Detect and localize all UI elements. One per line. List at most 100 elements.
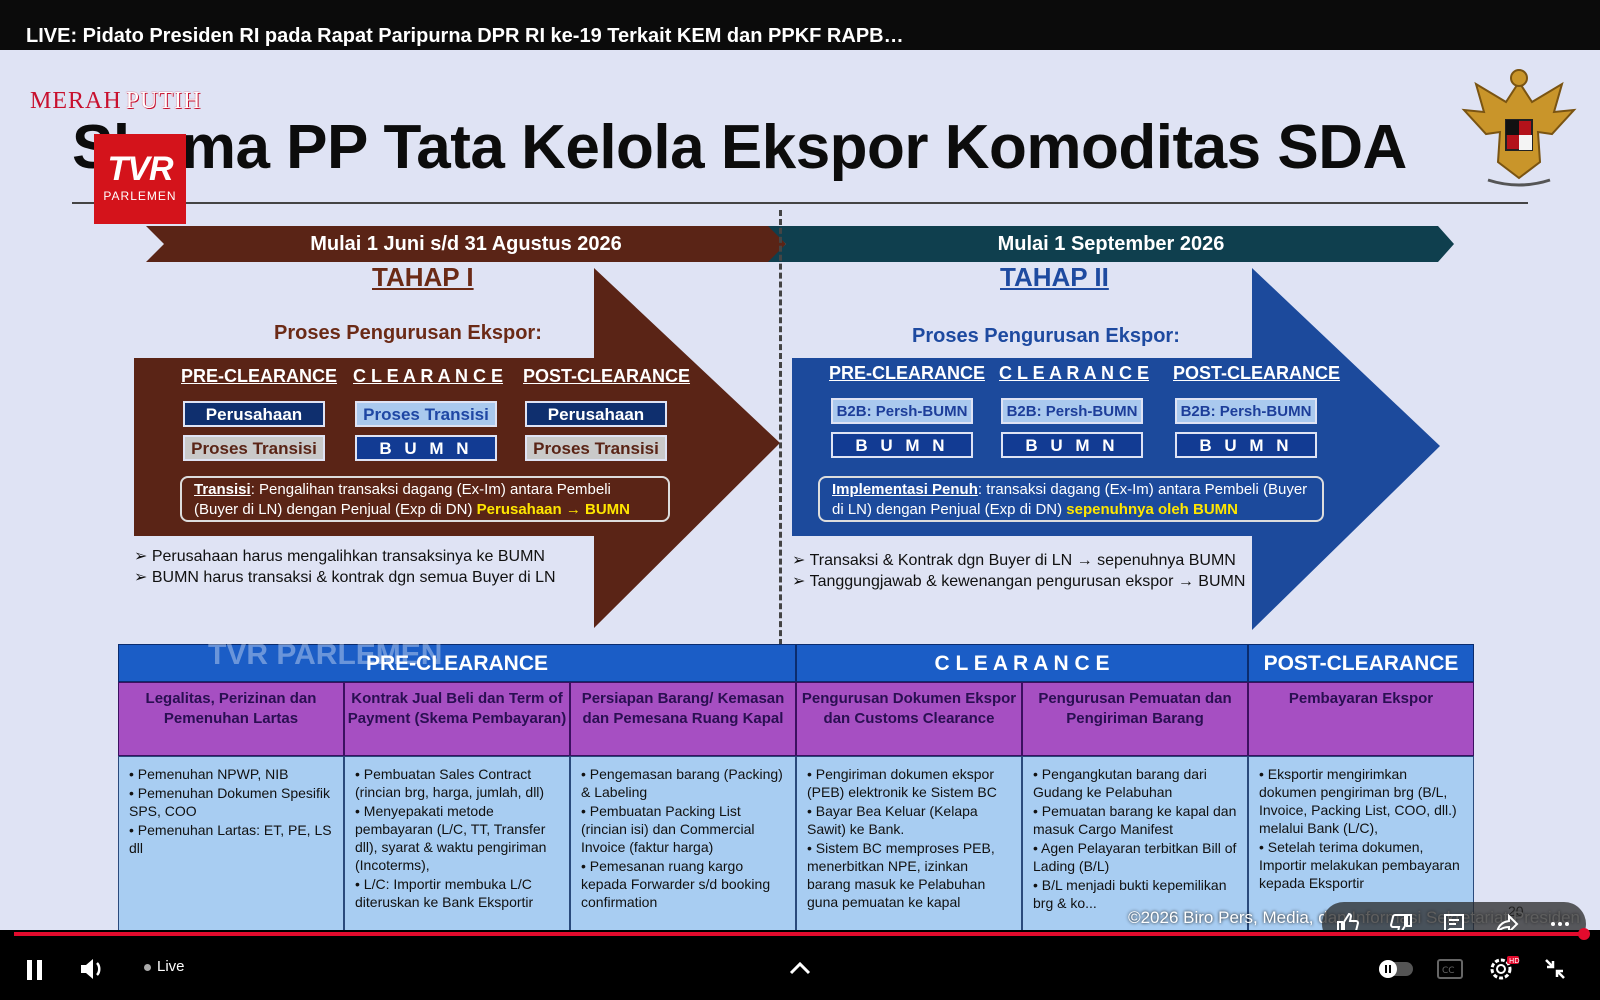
cell-item: Pembuatan Sales Contract (rincian brg, h… bbox=[355, 765, 561, 801]
note-highlight: sepenuhnya oleh BUMN bbox=[1066, 501, 1238, 518]
cell-item: Pengemasan barang (Packing) & Labeling bbox=[581, 765, 787, 801]
cell-item: Pemuatan barang ke kapal dan masuk Cargo… bbox=[1033, 802, 1239, 838]
phase-1-date-band: Mulai 1 Juni s/d 31 Agustus 2026 bbox=[146, 226, 786, 262]
note-text: : transaksi dagang (Ex-Im) antara Pembel… bbox=[832, 481, 1308, 518]
logo-merah-text: MERAH bbox=[30, 88, 122, 114]
table-cell: Pembuatan Sales Contract (rincian brg, h… bbox=[344, 756, 570, 930]
table-subheader: Pembayaran Ekspor bbox=[1248, 682, 1474, 756]
cell-item: Pemenuhan NPWP, NIB bbox=[129, 765, 335, 783]
video-action-bar bbox=[1322, 902, 1586, 930]
cell-item: Agen Pelayaran terbitkan Bill of Lading … bbox=[1033, 839, 1239, 875]
cell-item: Pemenuhan Lartas: ET, PE, LS dll bbox=[129, 821, 335, 857]
cell-item: Pemenuhan Dokumen Spesifik SPS, COO bbox=[129, 784, 335, 820]
cell-item: Bayar Bea Keluar (Kelapa Sawit) ke Bank. bbox=[807, 802, 1013, 838]
pill: Proses Transisi bbox=[355, 401, 497, 427]
progress-scrubber[interactable] bbox=[1578, 928, 1590, 940]
more-icon[interactable] bbox=[1547, 911, 1573, 930]
cell-item: Pembuatan Packing List (rincian isi) dan… bbox=[581, 802, 787, 856]
t1-pre-clearance: PRE-CLEARANCE Perusahaan Proses Transisi bbox=[181, 366, 337, 461]
pill: Perusahaan bbox=[183, 401, 325, 427]
pill: B2B: Persh-BUMN bbox=[831, 398, 973, 424]
phase-heading: PRE-CLEARANCE bbox=[829, 363, 986, 383]
table-header-post: POST-CLEARANCE bbox=[1248, 644, 1474, 682]
slide-title: Skema PP Tata Kelola Ekspor Komoditas SD… bbox=[72, 113, 1407, 182]
note-highlight: Perusahaan → BUMN bbox=[476, 501, 631, 518]
cell-item: Pemesanan ruang kargo kepada Forwarder s… bbox=[581, 857, 787, 911]
pill: B U M N bbox=[1001, 432, 1143, 458]
proses-heading-2: Proses Pengurusan Ekspor: bbox=[912, 325, 1180, 347]
bullet-item: Transaksi & Kontrak dgn Buyer di LN → se… bbox=[792, 550, 1245, 571]
pill: B2B: Persh-BUMN bbox=[1001, 398, 1143, 424]
phase-heading: C L E A R A N C E bbox=[999, 363, 1150, 383]
phase-heading: POST-CLEARANCE bbox=[523, 366, 691, 386]
table-subheader: Kontrak Jual Beli dan Term of Payment (S… bbox=[344, 682, 570, 756]
table-cell: Pengemasan barang (Packing) & Labeling P… bbox=[570, 756, 796, 930]
settings-gear-icon[interactable]: HD bbox=[1488, 954, 1520, 989]
table-header-clearance: C L E A R A N C E bbox=[796, 644, 1248, 682]
bullet-item: Tanggungjawab & kewenangan pengurusan ek… bbox=[792, 571, 1246, 592]
note-label: Implementasi Penuh bbox=[832, 481, 978, 498]
t1-post-clearance: POST-CLEARANCE Perusahaan Proses Transis… bbox=[523, 366, 691, 461]
comments-icon[interactable] bbox=[1441, 911, 1467, 930]
table-cell: Eksportir mengirimkan dokumen pengiriman… bbox=[1248, 756, 1474, 930]
title-divider bbox=[72, 202, 1528, 204]
exit-fullscreen-icon[interactable] bbox=[1542, 956, 1568, 987]
table-header-pre: PRE-CLEARANCE bbox=[118, 644, 796, 682]
pill: Proses Transisi bbox=[183, 435, 325, 461]
pause-icon[interactable] bbox=[24, 958, 46, 987]
garuda-emblem-icon bbox=[1461, 69, 1577, 187]
tvr-logo-sub: PARLEMEN bbox=[103, 189, 177, 203]
cell-item: Menyepakati metode pembayaran (L/C, TT, … bbox=[355, 802, 561, 874]
svg-text:CC: CC bbox=[1442, 966, 1455, 976]
t2-post-clearance: POST-CLEARANCE B2B: Persh-BUMN B U M N bbox=[1173, 363, 1341, 458]
player-controls: Live CC HD bbox=[0, 940, 1600, 1000]
pill: B2B: Persh-BUMN bbox=[1175, 398, 1317, 424]
tahap-2-bullets: Transaksi & Kontrak dgn Buyer di LN → se… bbox=[792, 550, 1246, 592]
bullet-item: Perusahaan harus mengalihkan transaksiny… bbox=[134, 546, 556, 567]
cell-item: B/L menjadi bukti kepemilikan brg & ko..… bbox=[1033, 876, 1239, 912]
like-icon[interactable] bbox=[1335, 911, 1361, 930]
share-icon[interactable] bbox=[1494, 911, 1520, 930]
note-text: : Pengalihan transaksi dagang (Ex-Im) an… bbox=[194, 481, 611, 518]
table-cell: Pemenuhan NPWP, NIB Pemenuhan Dokumen Sp… bbox=[118, 756, 344, 930]
tahap-1-heading: TAHAP I bbox=[372, 262, 474, 292]
tahap-2-note: Implementasi Penuh: transaksi dagang (Ex… bbox=[818, 476, 1324, 522]
autoplay-toggle-icon[interactable] bbox=[1378, 958, 1414, 985]
tvr-logo-main: TVR bbox=[107, 150, 174, 188]
t2-pre-clearance: PRE-CLEARANCE B2B: Persh-BUMN B U M N bbox=[829, 363, 986, 458]
table-subheader: Persiapan Barang/ Kemasan dan Pemesana R… bbox=[570, 682, 796, 756]
volume-icon[interactable] bbox=[78, 956, 106, 987]
progress-bar[interactable] bbox=[14, 932, 1586, 936]
phase-2-date-band: Mulai 1 September 2026 bbox=[768, 226, 1454, 262]
pill: Perusahaan bbox=[525, 401, 667, 427]
tahap-2-heading: TAHAP II bbox=[1000, 262, 1109, 292]
pill: B U M N bbox=[1175, 432, 1317, 458]
chevron-up-icon[interactable] bbox=[788, 960, 812, 981]
pill: Proses Transisi bbox=[525, 435, 667, 461]
phase-heading: POST-CLEARANCE bbox=[1173, 363, 1341, 383]
phase-heading: C L E A R A N C E bbox=[353, 366, 504, 386]
table-subheader: Legalitas, Perizinan dan Pemenuhan Larta… bbox=[118, 682, 344, 756]
tahap-1-note: Transisi: Pengalihan transaksi dagang (E… bbox=[180, 476, 670, 522]
table-cell: Pengangkutan barang dari Gudang ke Pelab… bbox=[1022, 756, 1248, 930]
logo-putih-text: PUTIH bbox=[125, 88, 202, 114]
t2-clearance: C L E A R A N C E B2B: Persh-BUMN B U M … bbox=[999, 363, 1150, 458]
cell-item: Pengiriman dokumen ekspor (PEB) elektron… bbox=[807, 765, 1013, 801]
captions-icon[interactable]: CC bbox=[1436, 958, 1464, 985]
cell-item: Sistem BC memproses PEB, menerbitkan NPE… bbox=[807, 839, 1013, 911]
live-dot-icon bbox=[144, 963, 151, 971]
phase-divider bbox=[779, 210, 782, 645]
cell-item: Pengangkutan barang dari Gudang ke Pelab… bbox=[1033, 765, 1239, 801]
pill: B U M N bbox=[831, 432, 973, 458]
cell-item: Setelah terima dokumen, Importir melakuk… bbox=[1259, 838, 1465, 892]
live-indicator[interactable]: Live bbox=[144, 958, 185, 975]
pill: B U M N bbox=[355, 435, 497, 461]
table-subheader: Pengurusan Pemuatan dan Pengiriman Baran… bbox=[1022, 682, 1248, 756]
process-table: PRE-CLEARANCE C L E A R A N C E POST-CLE… bbox=[118, 644, 1474, 930]
cell-item: L/C: Importir membuka L/C diteruskan ke … bbox=[355, 875, 561, 911]
dislike-icon[interactable] bbox=[1388, 911, 1414, 930]
video-title-bar: LIVE: Pidato Presiden RI pada Rapat Pari… bbox=[0, 0, 1600, 50]
cell-item: Eksportir mengirimkan dokumen pengiriman… bbox=[1259, 765, 1465, 837]
